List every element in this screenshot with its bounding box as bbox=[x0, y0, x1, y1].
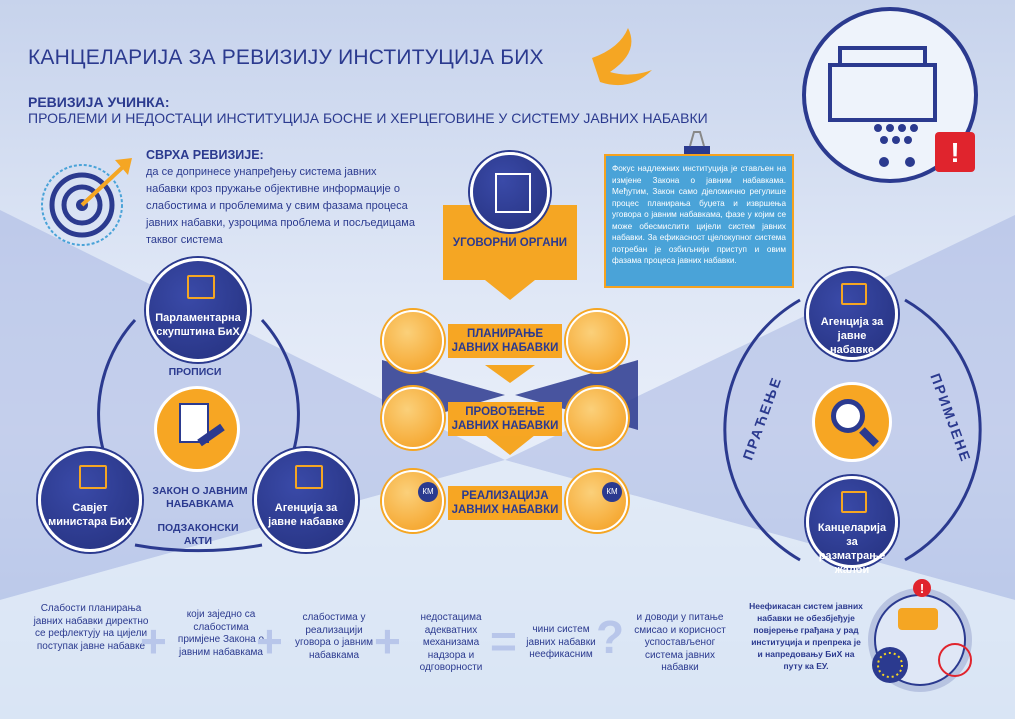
node-council: Савјет министара БиХ bbox=[38, 448, 142, 552]
bottom-text-7: Неефикасан систем јавних набавки не обез… bbox=[749, 601, 863, 671]
building-icon bbox=[187, 275, 215, 299]
handshake-eu-icon: ! bbox=[868, 579, 972, 692]
subtitle: ПРОБЛЕМИ И НЕДОСТАЦИ ИНСТИТУЦИЈА БОСНЕ И… bbox=[28, 110, 708, 126]
magnifier-icon bbox=[812, 382, 892, 462]
building-icon bbox=[841, 283, 867, 305]
planning-person-icon-right bbox=[566, 310, 628, 372]
node-parliament: Парламентарна скупштина БиХ bbox=[146, 258, 250, 362]
bottom-text-4: недостацима адекватних механизама надзор… bbox=[419, 612, 483, 673]
node-council-label: Савјет министара БиХ bbox=[48, 502, 132, 528]
svg-text:!: ! bbox=[950, 137, 959, 168]
building-icon bbox=[79, 465, 107, 489]
node-agency-right-label: Агенција за јавне набавке bbox=[820, 316, 884, 356]
node-complaints-label: Канцеларија за разматрање жалби bbox=[817, 522, 887, 576]
building-icon bbox=[841, 491, 867, 513]
label-law: ЗАКОН О ЈАВНИМ НАБАВКАМА bbox=[152, 485, 248, 510]
phase-planning: ПЛАНИРАЊЕ ЈАВНИХ НАБАВКИ bbox=[448, 324, 562, 358]
node-contracting-authorities bbox=[470, 152, 550, 232]
svg-text:!: ! bbox=[920, 581, 924, 596]
node-agency-left: Агенција за јавне набавке bbox=[254, 448, 358, 552]
km-badge: КМ bbox=[418, 482, 438, 502]
phase-conducting: ПРОВОЂЕЊЕ ЈАВНИХ НАБАВКИ bbox=[448, 402, 562, 436]
node-complaints-office: Канцеларија за разматрање жалби bbox=[806, 476, 898, 576]
procurement-flow-icon-right bbox=[566, 387, 628, 449]
target-icon bbox=[41, 158, 132, 246]
bottom-text-3: слабостима у реализацији уговора о јавни… bbox=[294, 612, 374, 661]
bottom-text-5: чини систем јавних набавки неефикасним bbox=[526, 624, 596, 660]
plus-operator: + bbox=[256, 615, 283, 667]
subtitle-bold: РЕВИЗИЈА УЧИНКА: bbox=[28, 94, 170, 110]
equals-operator: = bbox=[490, 615, 517, 667]
plus-operator: + bbox=[140, 615, 167, 667]
office-building-icon bbox=[495, 173, 531, 213]
procurement-flow-icon-left bbox=[382, 387, 444, 449]
page-title: КАНЦЕЛАРИЈА ЗА РЕВИЗИЈУ ИНСТИТУЦИЈА БИХ bbox=[28, 46, 544, 69]
question-operator: ? bbox=[596, 611, 625, 663]
phase-realization: РЕАЛИЗАЦИЈА ЈАВНИХ НАБАВКИ bbox=[448, 486, 562, 520]
magnifier-lens bbox=[831, 399, 865, 433]
bottom-text-1: Слабости планирања јавних набавки директ… bbox=[33, 603, 149, 652]
node-agency-left-label: Агенција за јавне набавке bbox=[268, 502, 344, 528]
label-regulations: ПРОПИСИ bbox=[168, 366, 222, 378]
bottom-text-2: који заједно са слабостима примјене Зако… bbox=[177, 609, 265, 658]
km-badge: КМ bbox=[602, 482, 622, 502]
purpose-heading: СВРХА РЕВИЗИЈЕ: bbox=[146, 148, 264, 162]
focus-note: Фокус надлежних институција је стављен н… bbox=[604, 154, 794, 288]
node-agency-right: Агенција за јавне набавке bbox=[806, 268, 898, 360]
label-bylaws: ПОДЗАКОНСКИ АКТИ bbox=[157, 522, 239, 547]
planning-person-icon-left bbox=[382, 310, 444, 372]
node-parliament-label: Парламентарна скупштина БиХ bbox=[155, 312, 241, 338]
shopping-building-icon: ! bbox=[802, 7, 978, 183]
magnifier-handle bbox=[859, 427, 879, 447]
building-icon bbox=[295, 465, 323, 489]
realization-cart-icon-right: КМ bbox=[566, 470, 628, 532]
contracting-authorities-label: УГОВОРНИ ОРГАНИ bbox=[452, 237, 568, 249]
law-gavel-icon bbox=[154, 386, 240, 472]
bottom-text-6: и доводи у питање смисао и корисност усп… bbox=[634, 612, 726, 673]
realization-cart-icon-left: КМ bbox=[382, 470, 444, 532]
purpose-text: да се допринесе унапређењу система јавни… bbox=[146, 166, 415, 246]
plus-operator: + bbox=[374, 615, 401, 667]
